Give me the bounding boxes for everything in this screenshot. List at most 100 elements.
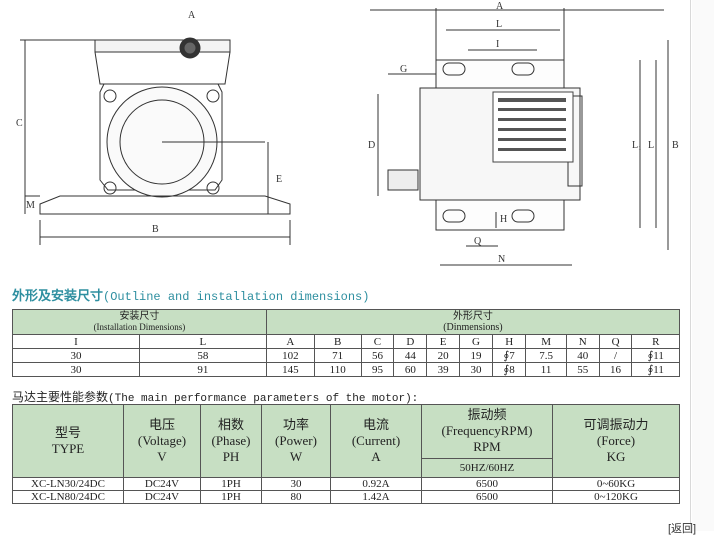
header-en: (Current) <box>351 433 401 448</box>
cell: ∮8 <box>491 362 527 377</box>
cell: 30 <box>261 477 331 491</box>
cell: 20 <box>426 348 461 363</box>
header-unit: PH <box>222 449 240 464</box>
cell: XC-LN80/24DC <box>12 490 124 504</box>
label-L2: L <box>648 140 654 151</box>
cell: ∮11 <box>631 348 680 363</box>
col-header: A <box>265 334 315 349</box>
header-cn: 电压 <box>148 417 175 432</box>
col-header: R <box>631 334 680 349</box>
header-phase: 相数 (Phase) PH <box>200 404 262 478</box>
technical-drawing: A C M B E A L I G D H Q N L₁ L B <box>16 1 679 266</box>
header-power: 功率 (Power) W <box>261 404 331 478</box>
col-header: D <box>393 334 428 349</box>
header-cn: 可调振动力 <box>583 417 649 432</box>
cell: 58 <box>138 348 267 363</box>
cell: 1.42A <box>330 490 422 504</box>
performance-title: 马达主要性能参数(The main performance parameters… <box>12 388 418 405</box>
cell: 56 <box>360 348 395 363</box>
cell: 39 <box>426 362 461 377</box>
dimensions-title: 外形及安装尺寸(Outline and installation dimensi… <box>12 285 369 304</box>
cell: 55 <box>565 362 600 377</box>
performance-table: 型号 TYPE 电压 (Voltage) V 相数 (Phase) PH 功率 … <box>12 404 680 504</box>
col-header: I <box>12 334 140 349</box>
front-view <box>20 37 291 245</box>
label-M: M <box>26 200 35 211</box>
header-cn: 振动频 <box>467 407 507 423</box>
cell: 95 <box>360 362 395 377</box>
cell: 1PH <box>200 490 262 504</box>
label-N: N <box>498 254 505 265</box>
header-en: TYPE <box>51 441 85 456</box>
cell: 16 <box>598 362 633 377</box>
label-A-front: A <box>188 10 196 21</box>
header-en: (Phase) <box>211 433 251 448</box>
cell: 11 <box>525 362 567 377</box>
cell: ∮11 <box>631 362 680 377</box>
col-header: L <box>138 334 267 349</box>
cell: 30 <box>12 348 140 363</box>
table-row: 安装尺寸 (Installation Dimensions) 外形尺寸 (Din… <box>12 309 681 335</box>
label-H: H <box>500 214 507 225</box>
cell: 44 <box>393 348 428 363</box>
header-unit: KG <box>606 449 626 464</box>
label-D: D <box>368 140 375 151</box>
install-header-en: (Installation Dimensions) <box>93 322 186 332</box>
header-en: (Power) <box>275 433 317 448</box>
header-frequency-sub: 50HZ/60HZ <box>421 457 553 479</box>
header-frequency: 振动频 (FrequencyRPM) RPM <box>421 404 553 459</box>
cell: 6500 <box>421 490 553 504</box>
col-header: E <box>426 334 461 349</box>
cell: DC24V <box>123 477 201 491</box>
cell: 30 <box>12 362 140 377</box>
cell: 91 <box>138 362 267 377</box>
label-Q: Q <box>474 236 482 247</box>
table-row: XC-LN80/24DC DC24V 1PH 80 1.42A 6500 0~1… <box>12 490 680 504</box>
table-row: 30 58 102 71 56 44 20 19 ∮7 7.5 40 / ∮11 <box>12 348 680 363</box>
table-row: 型号 TYPE 电压 (Voltage) V 相数 (Phase) PH 功率 … <box>12 404 680 478</box>
back-link[interactable]: [返回] <box>668 523 697 535</box>
cell: 40 <box>565 348 600 363</box>
header-current: 电流 (Current) A <box>330 404 422 478</box>
header-voltage: 电压 (Voltage) V <box>123 404 201 478</box>
cell: 110 <box>313 362 362 377</box>
outline-header-cn: 外形尺寸 <box>452 311 493 322</box>
cell: 145 <box>265 362 315 377</box>
cell: 102 <box>265 348 315 363</box>
header-unit: V <box>157 449 167 464</box>
label-B-side: B <box>672 140 679 151</box>
col-header: N <box>565 334 600 349</box>
install-header-cn: 安装尺寸 <box>119 311 160 322</box>
label-E: E <box>276 174 282 185</box>
cell: 0~60KG <box>552 477 680 491</box>
outline-header: 外形尺寸 (Dinmensions) <box>265 309 681 335</box>
cell: XC-LN30/24DC <box>12 477 124 491</box>
col-header: B <box>313 334 362 349</box>
cell: 60 <box>393 362 428 377</box>
header-cn: 相数 <box>217 417 244 432</box>
cell: 6500 <box>421 477 553 491</box>
document-page: A C M B E A L I G D H Q N L₁ L B 外形及安装尺寸… <box>12 0 691 531</box>
header-force: 可调振动力 (Force) KG <box>552 404 680 478</box>
label-A-side: A <box>496 1 504 12</box>
header-unit: W <box>289 449 303 464</box>
header-en: (FrequencyRPM) <box>441 423 533 439</box>
cell: 7.5 <box>525 348 567 363</box>
table-row: I L A B C D E G H M N Q R <box>12 334 680 349</box>
col-header: C <box>360 334 395 349</box>
col-header: M <box>525 334 567 349</box>
cell: 71 <box>313 348 362 363</box>
header-unit: A <box>371 449 381 464</box>
header-en: (Voltage) <box>137 433 187 448</box>
table-row: 30 91 145 110 95 60 39 30 ∮8 11 55 16 ∮1… <box>12 362 680 377</box>
install-header: 安装尺寸 (Installation Dimensions) <box>12 309 267 335</box>
header-unit: RPM <box>473 439 501 455</box>
dimensions-table: 安装尺寸 (Installation Dimensions) 外形尺寸 (Din… <box>12 309 681 377</box>
scrollbar[interactable] <box>692 0 714 531</box>
performance-title-cn: 马达主要性能参数 <box>12 390 109 404</box>
cell: 19 <box>459 348 493 363</box>
cell: 0.92A <box>330 477 422 491</box>
label-I: I <box>496 39 499 50</box>
cell: DC24V <box>123 490 201 504</box>
col-header: Q <box>598 334 633 349</box>
